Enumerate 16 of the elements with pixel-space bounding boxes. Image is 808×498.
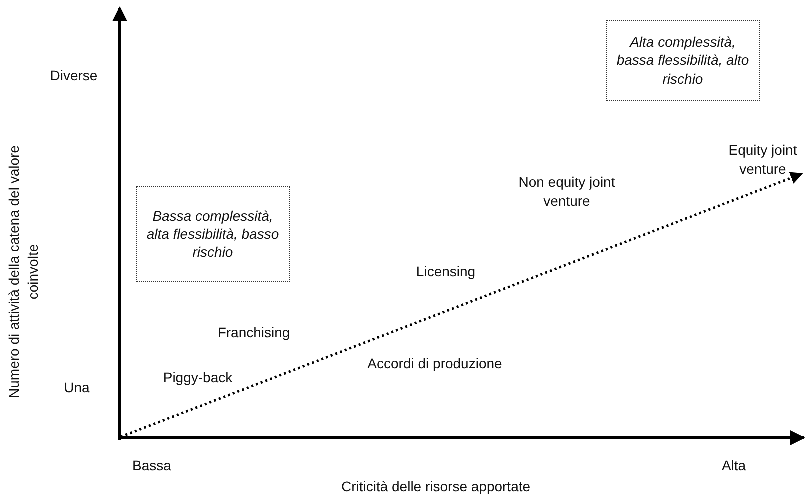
axis-value: Una xyxy=(63,378,91,398)
entry-mode: Piggy-back xyxy=(162,368,234,388)
entry-mode: Equity joint venture xyxy=(728,141,798,179)
entry-mode: Accordi di produzione xyxy=(366,354,504,374)
axis-value: Bassa xyxy=(132,456,172,476)
note-text: Bassa complessità, alta flessibilità, basso rischio xyxy=(146,206,280,262)
axis-value: Alta xyxy=(720,456,748,476)
entry-mode: Non equity joint venture xyxy=(518,173,616,211)
entry-mode: Licensing xyxy=(415,262,477,282)
axis-value: Diverse xyxy=(49,66,99,86)
note-box xyxy=(136,186,290,282)
axis-title: Criticità delle risorse apportate xyxy=(340,478,532,496)
note-box xyxy=(606,20,760,101)
note-text: Alta complessità, bassa flessibilità, alto rischio xyxy=(616,33,750,88)
entry-mode: Franchising xyxy=(216,324,292,342)
axis-title: Numero di attività della catena del valore coinvolte xyxy=(5,144,42,400)
